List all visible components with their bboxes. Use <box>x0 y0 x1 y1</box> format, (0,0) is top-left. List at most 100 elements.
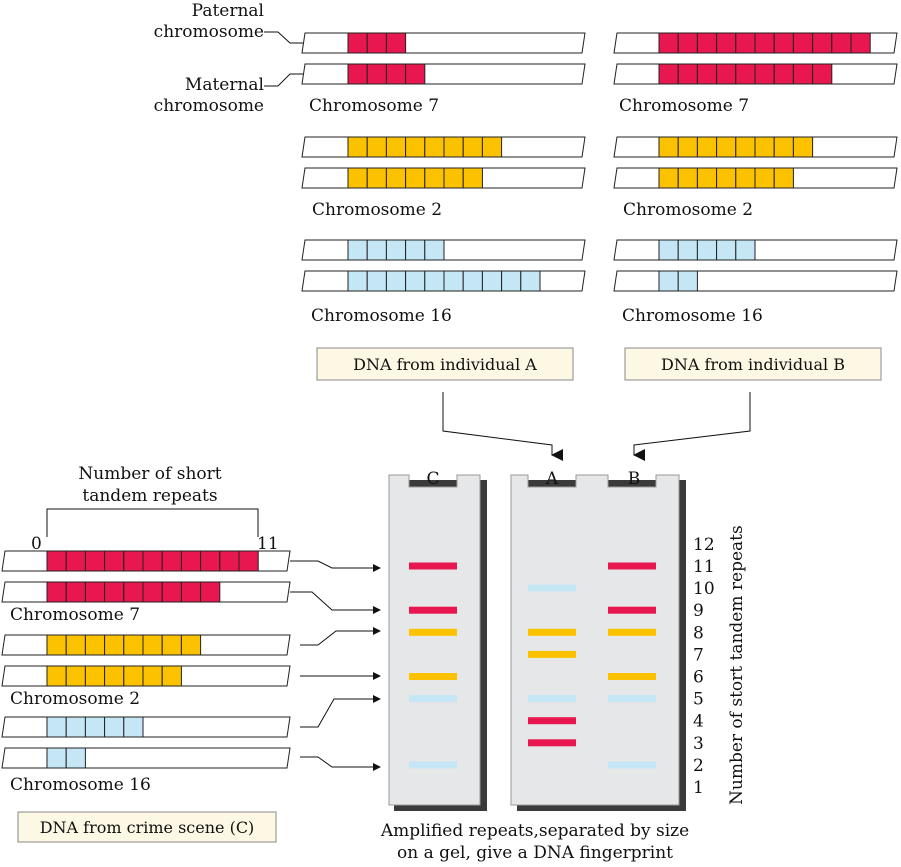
band-a-3 <box>528 739 576 747</box>
b-chromosome-1-maternal-repeat <box>716 167 737 189</box>
c-chromosome-0-maternal-repeat <box>200 581 221 603</box>
a-chromosome-2-paternal-repeat <box>405 239 426 261</box>
b-chromosome-1-maternal-repeat <box>773 167 794 189</box>
lane-label-b: B <box>628 469 641 489</box>
a-chromosome-2-paternal-repeat <box>347 239 368 261</box>
band-c-8 <box>409 628 457 636</box>
b-chromosome-2-paternal-repeat <box>735 239 756 261</box>
individual-a-box <box>316 347 574 381</box>
a-chromosome-2-maternal-repeat <box>481 270 503 292</box>
b-chromosome-0-paternal-repeat <box>754 32 775 54</box>
crime-scene-chromosomes: Chromosome 7 Chromosome 2 Chromosome 16 <box>1 550 291 795</box>
gel-c <box>388 474 487 811</box>
connector-chr2-paternal <box>300 627 381 646</box>
b-chromosome-0-paternal-repeat <box>850 32 871 54</box>
b-chromosome-0-maternal-repeat <box>696 63 718 85</box>
c-chromosome-7-label: Chromosome 7 <box>10 605 140 625</box>
band-b-9 <box>608 606 656 614</box>
c-chromosome-0-paternal-repeat <box>65 550 86 572</box>
b-chromosome-0-maternal <box>613 63 898 85</box>
b-chromosome-2-paternal-repeat <box>677 239 698 261</box>
individual-a-title: DNA from individual A <box>353 355 537 374</box>
c-chromosome-1-paternal-repeat <box>142 634 163 656</box>
c-chromosome-2-paternal-repeat <box>84 716 106 738</box>
c-chromosome-0-paternal-repeat <box>46 550 67 572</box>
band-a-7 <box>528 650 576 658</box>
c-chromosome-1-paternal-repeat <box>161 634 182 656</box>
a-chromosome-1-paternal-repeat <box>481 136 503 158</box>
a-chromosome-1-maternal-repeat <box>424 167 445 189</box>
c-chromosome-0-maternal-repeat <box>46 581 67 603</box>
a-chromosome-1-paternal-repeat <box>424 136 445 158</box>
individual-b-chromosomes: Chromosome 7 Chromosome 2 Chromosome 16 <box>613 32 898 326</box>
scale-tick-6: 6 <box>693 668 704 688</box>
b-chromosome-0-paternal <box>613 32 898 54</box>
b-chromosome-2-paternal-repeat <box>696 239 718 261</box>
b-chromosome-2-paternal-repeat <box>716 239 737 261</box>
a-chromosome-2-maternal <box>301 270 586 292</box>
b-chromosome-0-maternal-repeat <box>754 63 775 85</box>
band-a-10 <box>528 584 576 592</box>
b-chromosome-1-paternal-repeat <box>658 136 679 158</box>
paternal-label-line2: chromosome <box>154 22 264 42</box>
a-chromosome-1-paternal-repeat <box>347 136 368 158</box>
band-a-8 <box>528 628 576 636</box>
band-c-2 <box>409 761 457 769</box>
b-chromosome-2-maternal-repeat <box>677 270 698 292</box>
c-chromosome-1-maternal-repeat <box>65 665 86 687</box>
c-chromosome-1-maternal <box>1 665 291 687</box>
lane-label-c: C <box>426 469 439 489</box>
scale-tick-5: 5 <box>693 690 704 710</box>
ruler-bracket <box>46 508 259 537</box>
b-chromosome-0-paternal-repeat <box>716 32 737 54</box>
a-chromosome-2-maternal-repeat <box>520 270 541 292</box>
a-chromosome-1-paternal-repeat <box>462 136 483 158</box>
band-c-9 <box>409 606 457 614</box>
band-a-4 <box>528 717 576 725</box>
connector-chr7-maternal <box>290 591 381 614</box>
a-chromosome-1-paternal-repeat <box>385 136 407 158</box>
b-chromosome-2-maternal-outline <box>613 270 898 292</box>
b-chromosome-1-paternal-repeat <box>735 136 756 158</box>
c-chromosome-0-maternal-repeat <box>104 581 125 603</box>
c-chromosome-1-maternal-repeat <box>104 665 125 687</box>
c-chromosome-2-maternal <box>1 747 291 769</box>
a-chromosome-2-maternal-repeat <box>424 270 445 292</box>
b-chromosome-0-paternal-repeat <box>792 32 814 54</box>
a-chromosome-1-maternal-repeat <box>385 167 407 189</box>
c-chromosome-2-label: Chromosome 2 <box>10 689 140 709</box>
a-chromosome-0-maternal-outline <box>301 63 586 85</box>
b-chromosome-2-label: Chromosome 2 <box>623 200 753 220</box>
scale-tick-11: 11 <box>693 557 715 577</box>
ruler-start: 0 <box>31 534 42 554</box>
a-chromosome-0-paternal-repeat <box>385 32 407 54</box>
individual-b-box <box>624 347 882 381</box>
c-chromosome-1-maternal-repeat <box>123 665 144 687</box>
b-chromosome-7-label: Chromosome 7 <box>619 96 749 116</box>
c-chromosome-0-maternal-repeat <box>161 581 182 603</box>
crime-scene-connectors <box>290 560 381 771</box>
c-chromosome-1-maternal-repeat <box>142 665 163 687</box>
b-chromosome-1-maternal <box>613 167 898 189</box>
a-chromosome-0-maternal <box>301 63 586 85</box>
a-chromosome-1-maternal-repeat <box>462 167 483 189</box>
scale-tick-1: 1 <box>693 778 704 798</box>
a-chromosome-16-label: Chromosome 16 <box>311 306 452 326</box>
c-chromosome-1-paternal-repeat <box>65 634 86 656</box>
b-chromosome-2-maternal-repeat <box>658 270 679 292</box>
scale-tick-2: 2 <box>693 756 704 776</box>
a-chromosome-0-paternal <box>301 32 586 54</box>
c-chromosome-2-paternal-repeat <box>104 716 125 738</box>
c-chromosome-2-maternal-outline <box>1 747 291 769</box>
a-chromosome-0-paternal-repeat <box>366 32 387 54</box>
c-chromosome-1-paternal-repeat <box>180 634 202 656</box>
c-chromosome-1-maternal-repeat <box>161 665 182 687</box>
scale-tick-3: 3 <box>693 734 704 754</box>
a-chromosome-2-maternal-repeat <box>347 270 368 292</box>
b-chromosome-1-paternal-repeat <box>754 136 775 158</box>
c-chromosome-0-paternal-repeat <box>84 550 106 572</box>
gel-ab <box>510 474 686 811</box>
b-chromosome-0-maternal-repeat <box>792 63 814 85</box>
a-chromosome-1-maternal <box>301 167 586 189</box>
